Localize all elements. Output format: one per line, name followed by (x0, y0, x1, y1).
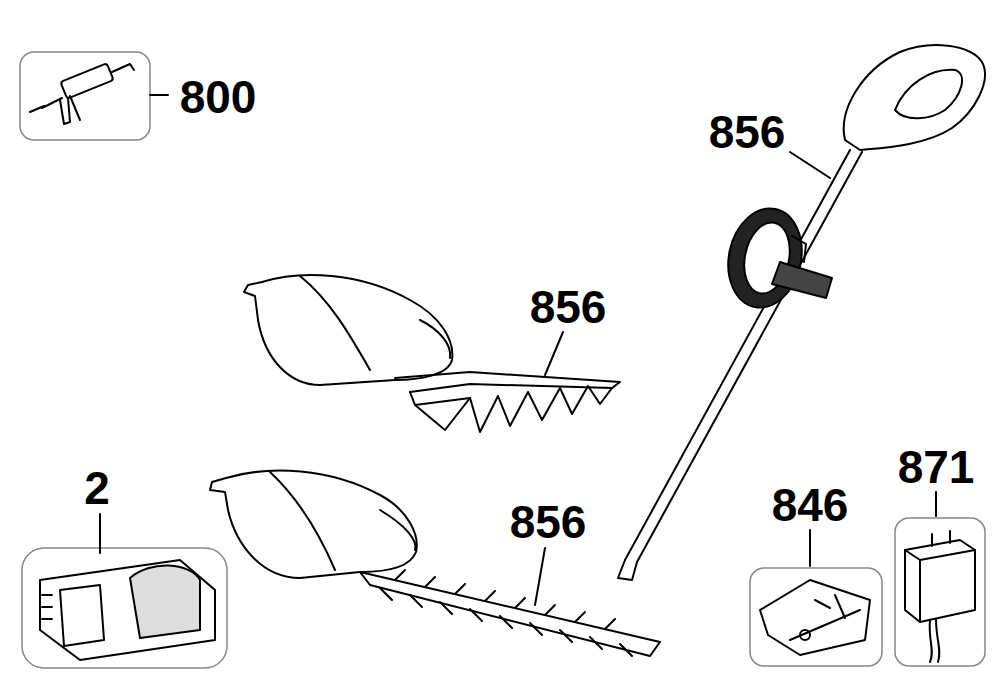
callout-anchor: 856 (510, 499, 587, 545)
holder-icon (40, 560, 215, 660)
icon-box (750, 568, 882, 666)
callout-anchor: 871 (898, 444, 975, 490)
callout-number: 856 (530, 284, 607, 330)
shrub-shear (244, 275, 620, 432)
callout-anchor: 800 (180, 74, 257, 120)
callout-number: 846 (772, 482, 849, 528)
callout-number: 800 (180, 74, 257, 120)
grease-gun-icon (30, 63, 134, 124)
icon-box (22, 548, 227, 668)
leader-line (99, 514, 101, 553)
callout-number: 2 (84, 465, 110, 511)
callout-number: 856 (510, 499, 587, 545)
leader-line (790, 152, 830, 178)
callout-anchor: 856 (530, 284, 607, 330)
icon-box (20, 52, 150, 140)
extension-pole (618, 45, 985, 580)
callout-number: 856 (709, 109, 786, 155)
callout-anchor: 846 (772, 482, 849, 528)
leader-line (535, 548, 545, 605)
hardware-bag-icon (760, 580, 870, 655)
charger-icon (905, 531, 975, 662)
hedge-trimmer (210, 471, 660, 656)
leader-line (935, 492, 937, 516)
callout-anchor: 2 (84, 465, 110, 511)
callout-anchor: 856 (709, 109, 786, 155)
leader-line (545, 332, 563, 375)
callout-number: 871 (898, 444, 975, 490)
icon-box (895, 518, 985, 666)
leader-line (809, 530, 811, 566)
leader-line (150, 94, 168, 96)
